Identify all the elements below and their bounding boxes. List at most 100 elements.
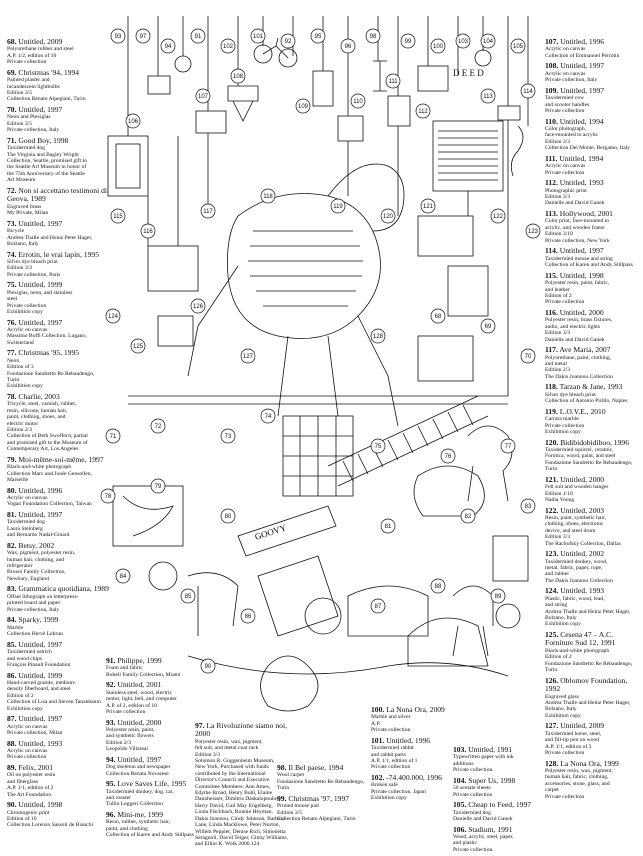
caption-title: Sparky,	[18, 615, 42, 625]
number-label-text: 99	[405, 39, 412, 45]
caption-number: 69.	[7, 67, 17, 77]
framed-canvas-left	[147, 245, 199, 292]
number-label-text: 92	[285, 39, 292, 45]
caption-year: 1997	[47, 317, 63, 327]
caption-line: Private collection	[545, 749, 585, 756]
caption-title: Untitled,	[560, 85, 587, 95]
caption-line: Edition 2/3	[7, 427, 33, 433]
caption-heading: 116. Untitled, 2000	[545, 307, 637, 317]
caption-heading: 84. Sparky, 1999	[7, 616, 125, 624]
caption-year: 2001	[37, 762, 54, 772]
caption-year: 1998	[47, 800, 63, 810]
number-label-text: 120	[383, 214, 394, 220]
caption-title: Bidibidobidiboo,	[560, 437, 612, 447]
caption-line: Edition of 10	[7, 815, 37, 822]
caption-line: New York, Purchased with funds	[195, 764, 269, 771]
caption-year: 1991	[496, 745, 513, 754]
caption-line: Private collection	[7, 754, 47, 761]
caption-title: Super Us,	[468, 775, 499, 785]
caption-title: Untitled,	[559, 307, 587, 317]
caption-line: clothing, shoes, electronic	[545, 521, 604, 528]
caption-heading: 86. Untitled, 1999	[7, 671, 125, 680]
caption-heading: 96. Mini-me, 1999	[106, 810, 194, 819]
caption-line: Linda Fischbach, Ronnie Heyman,	[195, 809, 273, 816]
caption-line: Formica, wood, paint, and steel	[545, 453, 616, 460]
caption-line: Tricycle, steel, varnish, rubber,	[7, 401, 77, 408]
hanging-bicycle-wheel	[253, 44, 273, 64]
caption-line: and wood chips	[7, 655, 43, 662]
caption-year: 1997	[47, 714, 63, 724]
caption-year: 1999	[47, 280, 63, 290]
caption-line: Private collection, New York	[545, 237, 610, 244]
caption-number: 95.	[106, 779, 116, 789]
number-label-circle	[260, 188, 276, 204]
number-label-circle	[430, 578, 446, 594]
caption-year: 1997	[47, 218, 63, 228]
caption-number: 68.	[7, 37, 17, 46]
number-label-text: 75	[375, 444, 382, 450]
caption-line: Exhibition copy	[545, 712, 581, 719]
caption-line: Private collection, Italy	[545, 77, 598, 84]
caption-heading: 76. Untitled, 1997	[7, 317, 125, 327]
caption-number: 114.	[545, 246, 558, 256]
number-label-text: 100	[433, 44, 444, 50]
caption-line: A.P. of 2, edition of 10	[106, 702, 157, 709]
caption-title: Untitled,	[560, 37, 587, 46]
caption-title: Non si accettano testimoni di Geova,	[7, 185, 107, 204]
safe-or-cart	[347, 585, 429, 637]
caption-number: 123.	[545, 549, 559, 559]
number-label-text: 78	[105, 494, 112, 500]
number-label-circle	[190, 298, 206, 314]
caption-line: Polyester resin, wax, pigment,	[195, 738, 263, 745]
caption-number: 98.	[277, 763, 287, 772]
hanging-text-panel	[432, 120, 504, 192]
caption-line: Oil on polyester resin	[7, 772, 56, 779]
caption-line: Exhibition copy	[7, 308, 43, 315]
number-label-text: 106	[128, 119, 139, 125]
number-label-text: 71	[110, 434, 117, 440]
number-label-text: 123	[528, 229, 539, 235]
caption-title: Oblomov Foundation,	[560, 675, 628, 685]
caption-line: Private collection, Italy	[7, 127, 60, 134]
caption-line: Private collection, Milan	[7, 729, 63, 736]
caption-title: Untitled,	[559, 246, 587, 256]
number-label-circle	[150, 478, 166, 494]
skeleton-body	[227, 193, 381, 339]
number-label-circle	[240, 348, 256, 364]
caption-line: Solomon R. Guggenheim Museum,	[195, 758, 275, 765]
caption-number: 101.	[371, 735, 385, 745]
caption-line: Fondazione Sandretto Re Rebaudengo,	[277, 778, 365, 785]
caption-line: Acrylic on canvas	[545, 70, 586, 77]
caption-line: and metal	[545, 360, 567, 367]
caption-line: Danielle and David Ganek	[545, 200, 605, 207]
caption-line: Taxidermied rabbit	[371, 745, 414, 752]
number-label-circle	[195, 88, 211, 104]
caption-line: and synthetic flowers	[106, 733, 154, 740]
number-label-circle	[230, 68, 246, 84]
caption-number: 92.	[106, 680, 116, 690]
caption-line: Edition 3/3	[545, 330, 571, 337]
caption-title: Untitled,	[18, 317, 46, 327]
caption-title: Untitled,	[560, 505, 587, 515]
caption-year: 1997	[88, 454, 104, 464]
caption-number: 74.	[7, 249, 17, 259]
caption-heading: 92. Untitled, 2001	[106, 681, 194, 689]
caption-line: face-mounted to acrylic	[545, 132, 599, 139]
hanging-painting-left	[107, 135, 149, 197]
caption-line: Engraved glass	[545, 693, 580, 700]
caption-line: Polyurethane rubber and steel	[7, 46, 74, 53]
caption-line: Marseille	[7, 477, 29, 484]
caption-line: Chromogenic print	[7, 809, 50, 816]
caption-title: Philippe,	[117, 656, 145, 665]
caption-line: Edition 3/5	[7, 120, 33, 127]
